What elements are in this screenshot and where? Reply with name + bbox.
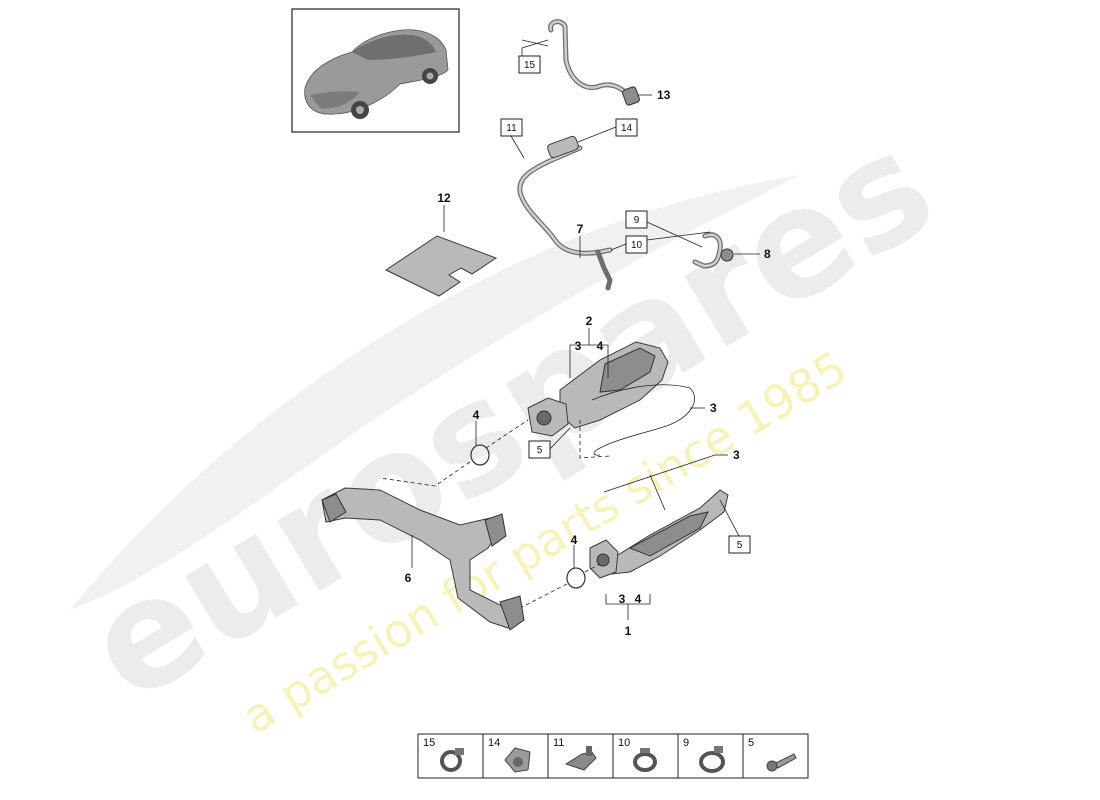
holder-clip-icon (564, 746, 597, 771)
svg-text:11: 11 (553, 737, 564, 749)
callout-3c[interactable]: 3 (733, 448, 740, 462)
callout-8[interactable]: 8 (764, 247, 771, 261)
callout-7[interactable]: 7 (577, 222, 584, 236)
part-12-insulation: 12 (384, 191, 498, 297)
svg-text:11: 11 (506, 123, 517, 134)
callout-4b[interactable]: 4 (473, 408, 480, 422)
hose-clamp-icon (440, 748, 464, 772)
svg-text:9: 9 (683, 737, 689, 749)
vehicle-thumbnail (291, 8, 460, 133)
legend-cell-10[interactable]: 10 (618, 737, 657, 772)
svg-text:9: 9 (634, 215, 640, 226)
legend-cell-9[interactable]: 9 (683, 737, 725, 773)
part-8-hose: 8 (692, 232, 771, 269)
legend-cell-15[interactable]: 15 (423, 737, 464, 772)
callout-box-14[interactable]: 14 (577, 118, 638, 143)
callout-3d[interactable]: 3 (619, 592, 626, 606)
part-4-oring-lower: 4 (519, 533, 601, 609)
callout-4d[interactable]: 4 (635, 592, 642, 606)
parts-legend: 15 14 11 10 (417, 733, 809, 779)
legend-cell-14[interactable]: 14 (488, 737, 531, 773)
svg-text:10: 10 (618, 737, 630, 749)
svg-text:15: 15 (423, 737, 435, 749)
part-7-hose: 7 (517, 135, 613, 291)
legend-cell-11[interactable]: 11 (553, 737, 597, 771)
callout-box-11[interactable]: 11 (500, 118, 525, 159)
band-clamp-icon (699, 746, 725, 773)
legend-cell-5[interactable]: 5 (748, 737, 797, 772)
svg-text:14: 14 (488, 737, 500, 749)
callout-2[interactable]: 2 (586, 314, 593, 328)
part-4-oring: 4 (379, 408, 529, 487)
svg-text:15: 15 (524, 60, 536, 71)
bolt-icon (766, 753, 797, 772)
callout-4c[interactable]: 4 (571, 533, 578, 547)
part-3-gasket: 3 (591, 384, 717, 456)
callout-box-9[interactable]: 9 (625, 210, 703, 248)
part-1-converter: 3 3 4 1 (589, 448, 740, 638)
part-13-hose: 13 (548, 19, 671, 106)
part-2-converter: 2 3 4 (527, 314, 669, 459)
svg-text:5: 5 (748, 737, 754, 749)
spring-clamp-icon (633, 748, 657, 772)
callout-box-15[interactable]: 15 (518, 39, 549, 74)
svg-text:5: 5 (537, 445, 543, 456)
callout-box-5a[interactable]: 5 (528, 427, 571, 459)
callout-1[interactable]: 1 (625, 624, 632, 638)
callout-4a[interactable]: 4 (597, 339, 604, 353)
svg-text:14: 14 (621, 123, 633, 134)
svg-text:5: 5 (737, 540, 743, 551)
callout-13[interactable]: 13 (657, 88, 671, 102)
watermark: eurospares a passion for parts since 198… (59, 98, 962, 744)
svg-text:10: 10 (631, 240, 643, 251)
callout-box-5b[interactable]: 5 (719, 499, 751, 554)
bracket-clip-icon (504, 747, 531, 773)
callout-12[interactable]: 12 (437, 191, 451, 205)
callout-6[interactable]: 6 (405, 571, 412, 585)
watermark-swoosh (70, 175, 800, 610)
callout-3a[interactable]: 3 (575, 339, 582, 353)
callout-box-10[interactable]: 10 (610, 231, 711, 254)
callout-3b[interactable]: 3 (710, 401, 717, 415)
part-6-ypipe: 6 (321, 487, 525, 631)
watermark-brand: eurospares (59, 98, 962, 736)
car-icon (304, 29, 449, 119)
